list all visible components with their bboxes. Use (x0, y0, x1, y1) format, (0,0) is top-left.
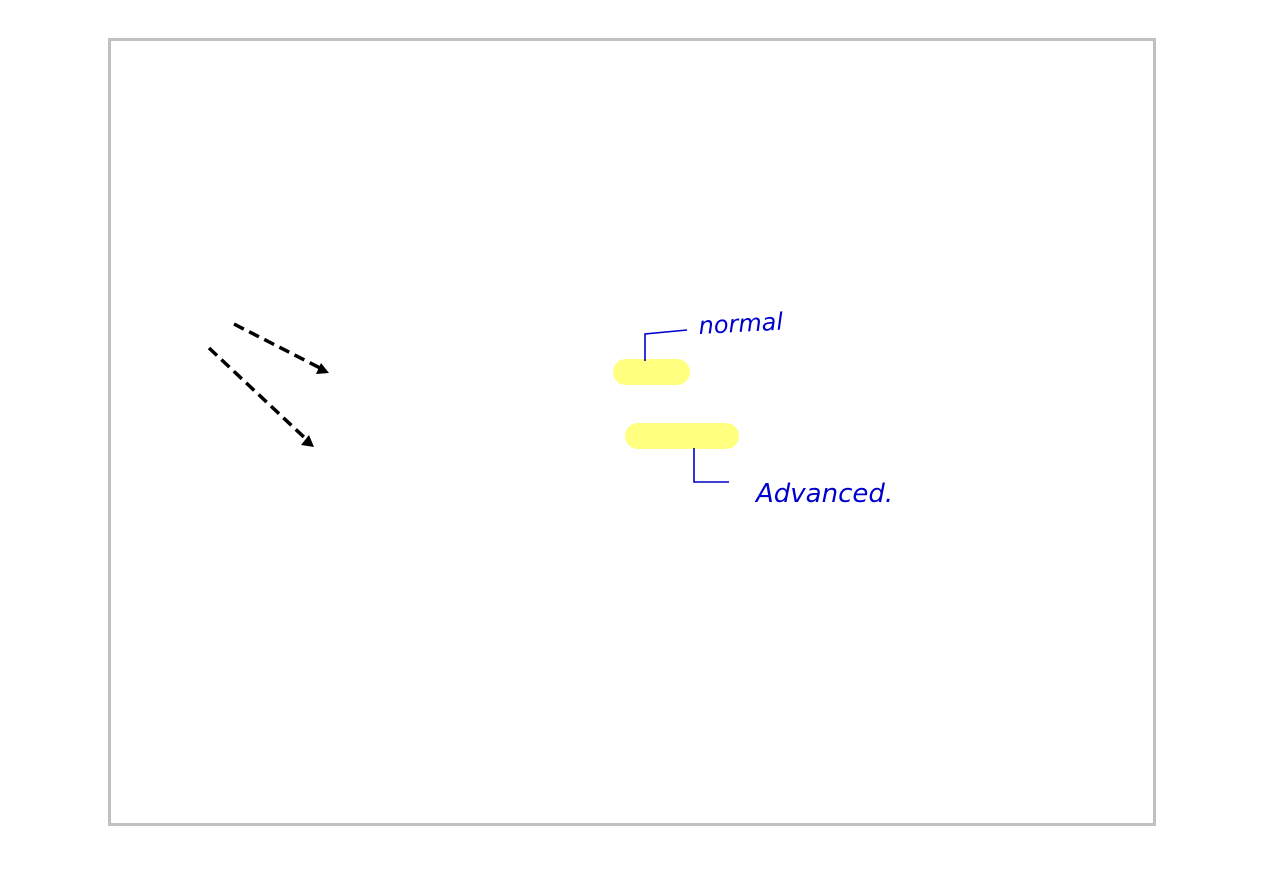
whiteboard-canvas[interactable] (108, 38, 1156, 826)
